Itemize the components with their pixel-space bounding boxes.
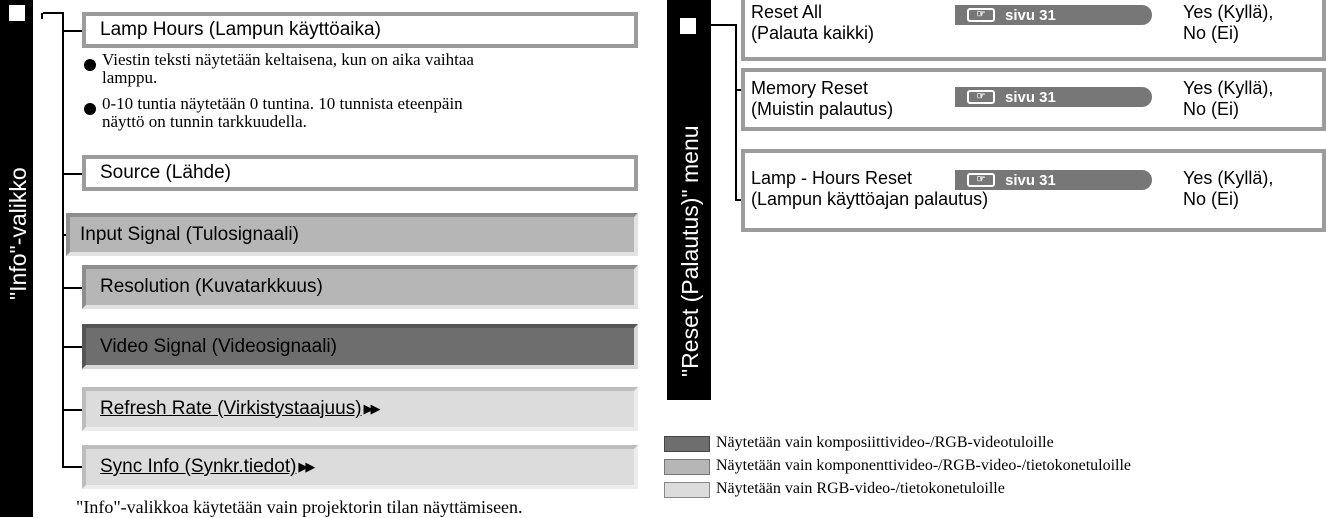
note-bullet — [84, 59, 96, 71]
reset-label-line: Lamp - Hours Reset — [751, 168, 913, 188]
info-menu-footer: "Info"-valikkoa käytetään vain projektor… — [76, 497, 523, 517]
reset-menu-square-icon — [680, 18, 696, 34]
note-hours: 0-10 tuntia näytetään 0 tuntina. 10 tunn… — [102, 95, 642, 131]
note-bullet — [84, 103, 96, 115]
page-ref-memory-reset[interactable]: ☞ sivu 31 — [955, 87, 1152, 107]
menu-item-resolution[interactable]: Resolution (Kuvatarkkuus) — [82, 265, 638, 309]
tree-branch — [735, 199, 741, 201]
menu-item-label: Source (Lähde) — [100, 162, 231, 183]
option-line: Yes (Kyllä), — [1183, 168, 1274, 188]
menu-item-input-signal[interactable]: Input Signal (Tulosignaali) — [66, 213, 638, 256]
tree-branch — [62, 30, 84, 32]
reset-label-line: Memory Reset — [751, 78, 869, 98]
legend-text-dark: Näytetään vain komposiittivideo-/RGB-vid… — [716, 434, 1054, 451]
tree-branch — [62, 409, 84, 411]
lamp-reset-options: Yes (Kyllä), No (Ei) — [1183, 168, 1273, 210]
reset-all-label: Reset All (Palauta kaikki) — [751, 2, 874, 44]
info-menu-vertical-title: "Info"-valikko — [5, 167, 31, 300]
reset-label-line: Reset All — [751, 2, 823, 22]
pointing-hand-icon: ☞ — [967, 173, 995, 187]
reset-label-line: (Palauta kaikki) — [751, 23, 875, 43]
menu-item-label: Lamp Hours (Lampun käyttöaika) — [100, 19, 381, 40]
option-line: No (Ei) — [1183, 23, 1240, 43]
menu-item-lamp-hours[interactable]: Lamp Hours (Lampun käyttöaika) — [82, 12, 638, 48]
legend-swatch-dark — [664, 436, 710, 452]
tree-branch — [62, 346, 84, 348]
menu-item-label: Sync Info (Synkr.tiedot) — [100, 456, 297, 477]
tree-connector — [43, 12, 62, 14]
note-line: lamppu. — [102, 68, 158, 87]
tree-branch — [62, 173, 84, 175]
menu-item-label: Refresh Rate (Virkistystaajuus) — [100, 398, 362, 419]
reset-menu-sidebar — [667, 0, 711, 400]
legend-text-mid: Näytetään vain komponenttivideo-/RGB-vid… — [716, 457, 1132, 474]
menu-item-source[interactable]: Source (Lähde) — [82, 155, 638, 191]
page-ref-text: sivu 31 — [1005, 6, 1056, 24]
menu-item-refresh-rate[interactable]: Refresh Rate (Virkistystaajuus)▶▶ — [82, 387, 638, 431]
option-line: No (Ei) — [1183, 189, 1240, 209]
legend-swatch-mid — [664, 459, 710, 475]
reset-label-line: (Lampun käyttöajan palautus) — [751, 189, 989, 209]
tree-branch — [62, 287, 84, 289]
pointing-hand-icon: ☞ — [967, 90, 995, 104]
menu-item-label: Video Signal (Videosignaali) — [100, 335, 337, 357]
reset-label-line: (Muistin palautus) — [751, 99, 894, 119]
lamp-reset-label: Lamp - Hours Reset (Lampun käyttöajan pa… — [751, 168, 988, 210]
legend-swatch-light — [664, 482, 710, 498]
legend-text-light: Näytetään vain RGB-video-/tietokonetuloi… — [716, 480, 1005, 497]
info-menu-square-icon — [9, 5, 25, 21]
page-ref-text: sivu 31 — [1005, 171, 1056, 189]
memory-reset-label: Memory Reset (Muistin palautus) — [751, 78, 893, 120]
tree-connector — [41, 13, 43, 19]
page-ref-reset-all[interactable]: ☞ sivu 31 — [955, 5, 1152, 25]
tree-trunk — [62, 12, 64, 468]
note-yellow-text: Viestin teksti näytetään keltaisena, kun… — [102, 51, 642, 87]
reset-menu-vertical-title: "Reset (Palautus)" menu — [677, 125, 703, 377]
page-ref-text: sivu 31 — [1005, 88, 1056, 106]
menu-item-label: Input Signal (Tulosignaali) — [80, 223, 299, 245]
page-ref-lamp-hours-reset[interactable]: ☞ sivu 31 — [955, 170, 1152, 190]
pointing-hand-icon: ☞ — [967, 8, 995, 22]
option-line: Yes (Kyllä), — [1183, 78, 1274, 98]
menu-item-video-signal[interactable]: Video Signal (Videosignaali) — [82, 324, 638, 369]
tree-branch — [735, 89, 741, 91]
menu-item-sync-info[interactable]: Sync Info (Synkr.tiedot)▶▶ — [82, 445, 638, 489]
tree-branch — [62, 466, 84, 468]
info-menu-sidebar — [0, 0, 33, 517]
memory-reset-options: Yes (Kyllä), No (Ei) — [1183, 78, 1273, 120]
tree-connector — [711, 24, 736, 26]
reset-all-options: Yes (Kyllä), No (Ei) — [1183, 2, 1273, 44]
glossary-arrow-icon: ▶▶ — [363, 401, 381, 416]
option-line: No (Ei) — [1183, 99, 1240, 119]
menu-item-label: Resolution (Kuvatarkkuus) — [100, 276, 323, 297]
note-line: Viestin teksti näytetään keltaisena, kun… — [102, 50, 474, 69]
note-line: 0-10 tuntia näytetään 0 tuntina. 10 tunn… — [102, 94, 463, 113]
reset-item-lamp-hours-reset[interactable] — [741, 149, 1326, 232]
glossary-arrow-icon: ▶▶ — [298, 459, 315, 474]
note-line: näyttö on tunnin tarkkuudella. — [102, 112, 307, 131]
tree-trunk — [735, 24, 737, 200]
option-line: Yes (Kyllä), — [1183, 2, 1274, 22]
